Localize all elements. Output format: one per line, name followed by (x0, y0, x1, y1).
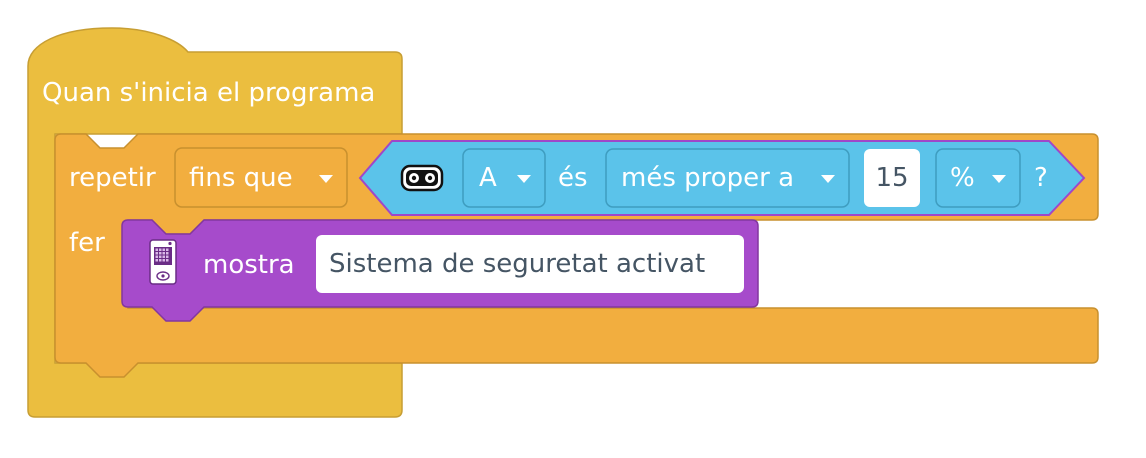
display-text-value: Sistema de seguretat activat (329, 249, 706, 279)
display-block-label: mostra (203, 250, 295, 280)
light-matrix-icon (148, 238, 178, 288)
repeat-body-label: fer (69, 228, 105, 258)
port-value: A (479, 163, 497, 193)
distance-value: 15 (875, 163, 909, 193)
chevron-down-icon (517, 175, 531, 183)
comparison-value: més proper a (621, 163, 795, 193)
repeat-label: repetir (69, 163, 156, 193)
chevron-down-icon (821, 175, 835, 183)
hat-block-body[interactable] (27, 27, 403, 418)
repeat-mode-value: fins que (189, 162, 293, 193)
display-text-input[interactable]: Sistema de seguretat activat (316, 235, 744, 293)
comparison-dropdown[interactable]: més proper a (606, 149, 849, 207)
chevron-down-icon (992, 175, 1006, 183)
condition-verb-label: és (558, 163, 588, 193)
unit-dropdown[interactable]: % (936, 149, 1020, 207)
unit-value: % (950, 163, 975, 193)
port-dropdown[interactable]: A (463, 149, 545, 207)
hat-block-label: Quan s'inicia el programa (42, 78, 376, 108)
condition-question-mark: ? (1034, 163, 1048, 193)
distance-value-input[interactable]: 15 (864, 149, 920, 207)
chevron-down-icon (319, 174, 333, 183)
distance-sensor-icon (400, 163, 444, 193)
repeat-mode-dropdown[interactable]: fins que (175, 148, 347, 207)
